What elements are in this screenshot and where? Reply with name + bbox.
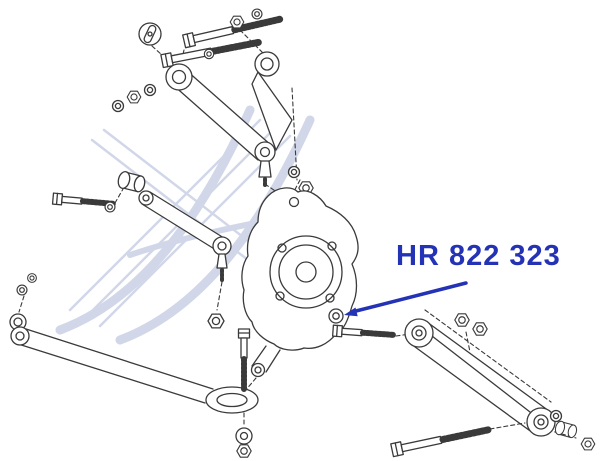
hub-flange [269, 235, 343, 309]
pad-washer-nut [235, 427, 253, 458]
lower-arm-rear-bolt [391, 424, 490, 457]
part-number-label: HR 822 323 [396, 240, 561, 272]
lower-control-arm [404, 318, 556, 437]
knuckle-bushing [328, 308, 344, 324]
bracket-pad [205, 386, 259, 414]
lower-arm-nuts [454, 313, 488, 336]
upper-control-arm [165, 51, 293, 188]
stabilizer-link [9, 273, 259, 414]
link-bushing [115, 169, 148, 194]
lower-arm-bolt [333, 325, 395, 340]
cam-washer [138, 22, 162, 46]
pad-bolt [239, 329, 250, 390]
ball-joint [254, 141, 276, 188]
stud-nut [207, 313, 225, 329]
rear-bushing-set [549, 409, 596, 451]
steering-knuckle [241, 187, 359, 378]
callout-arrow [344, 281, 468, 317]
lateral-link-bolt [53, 193, 115, 213]
lateral-link [138, 190, 232, 282]
